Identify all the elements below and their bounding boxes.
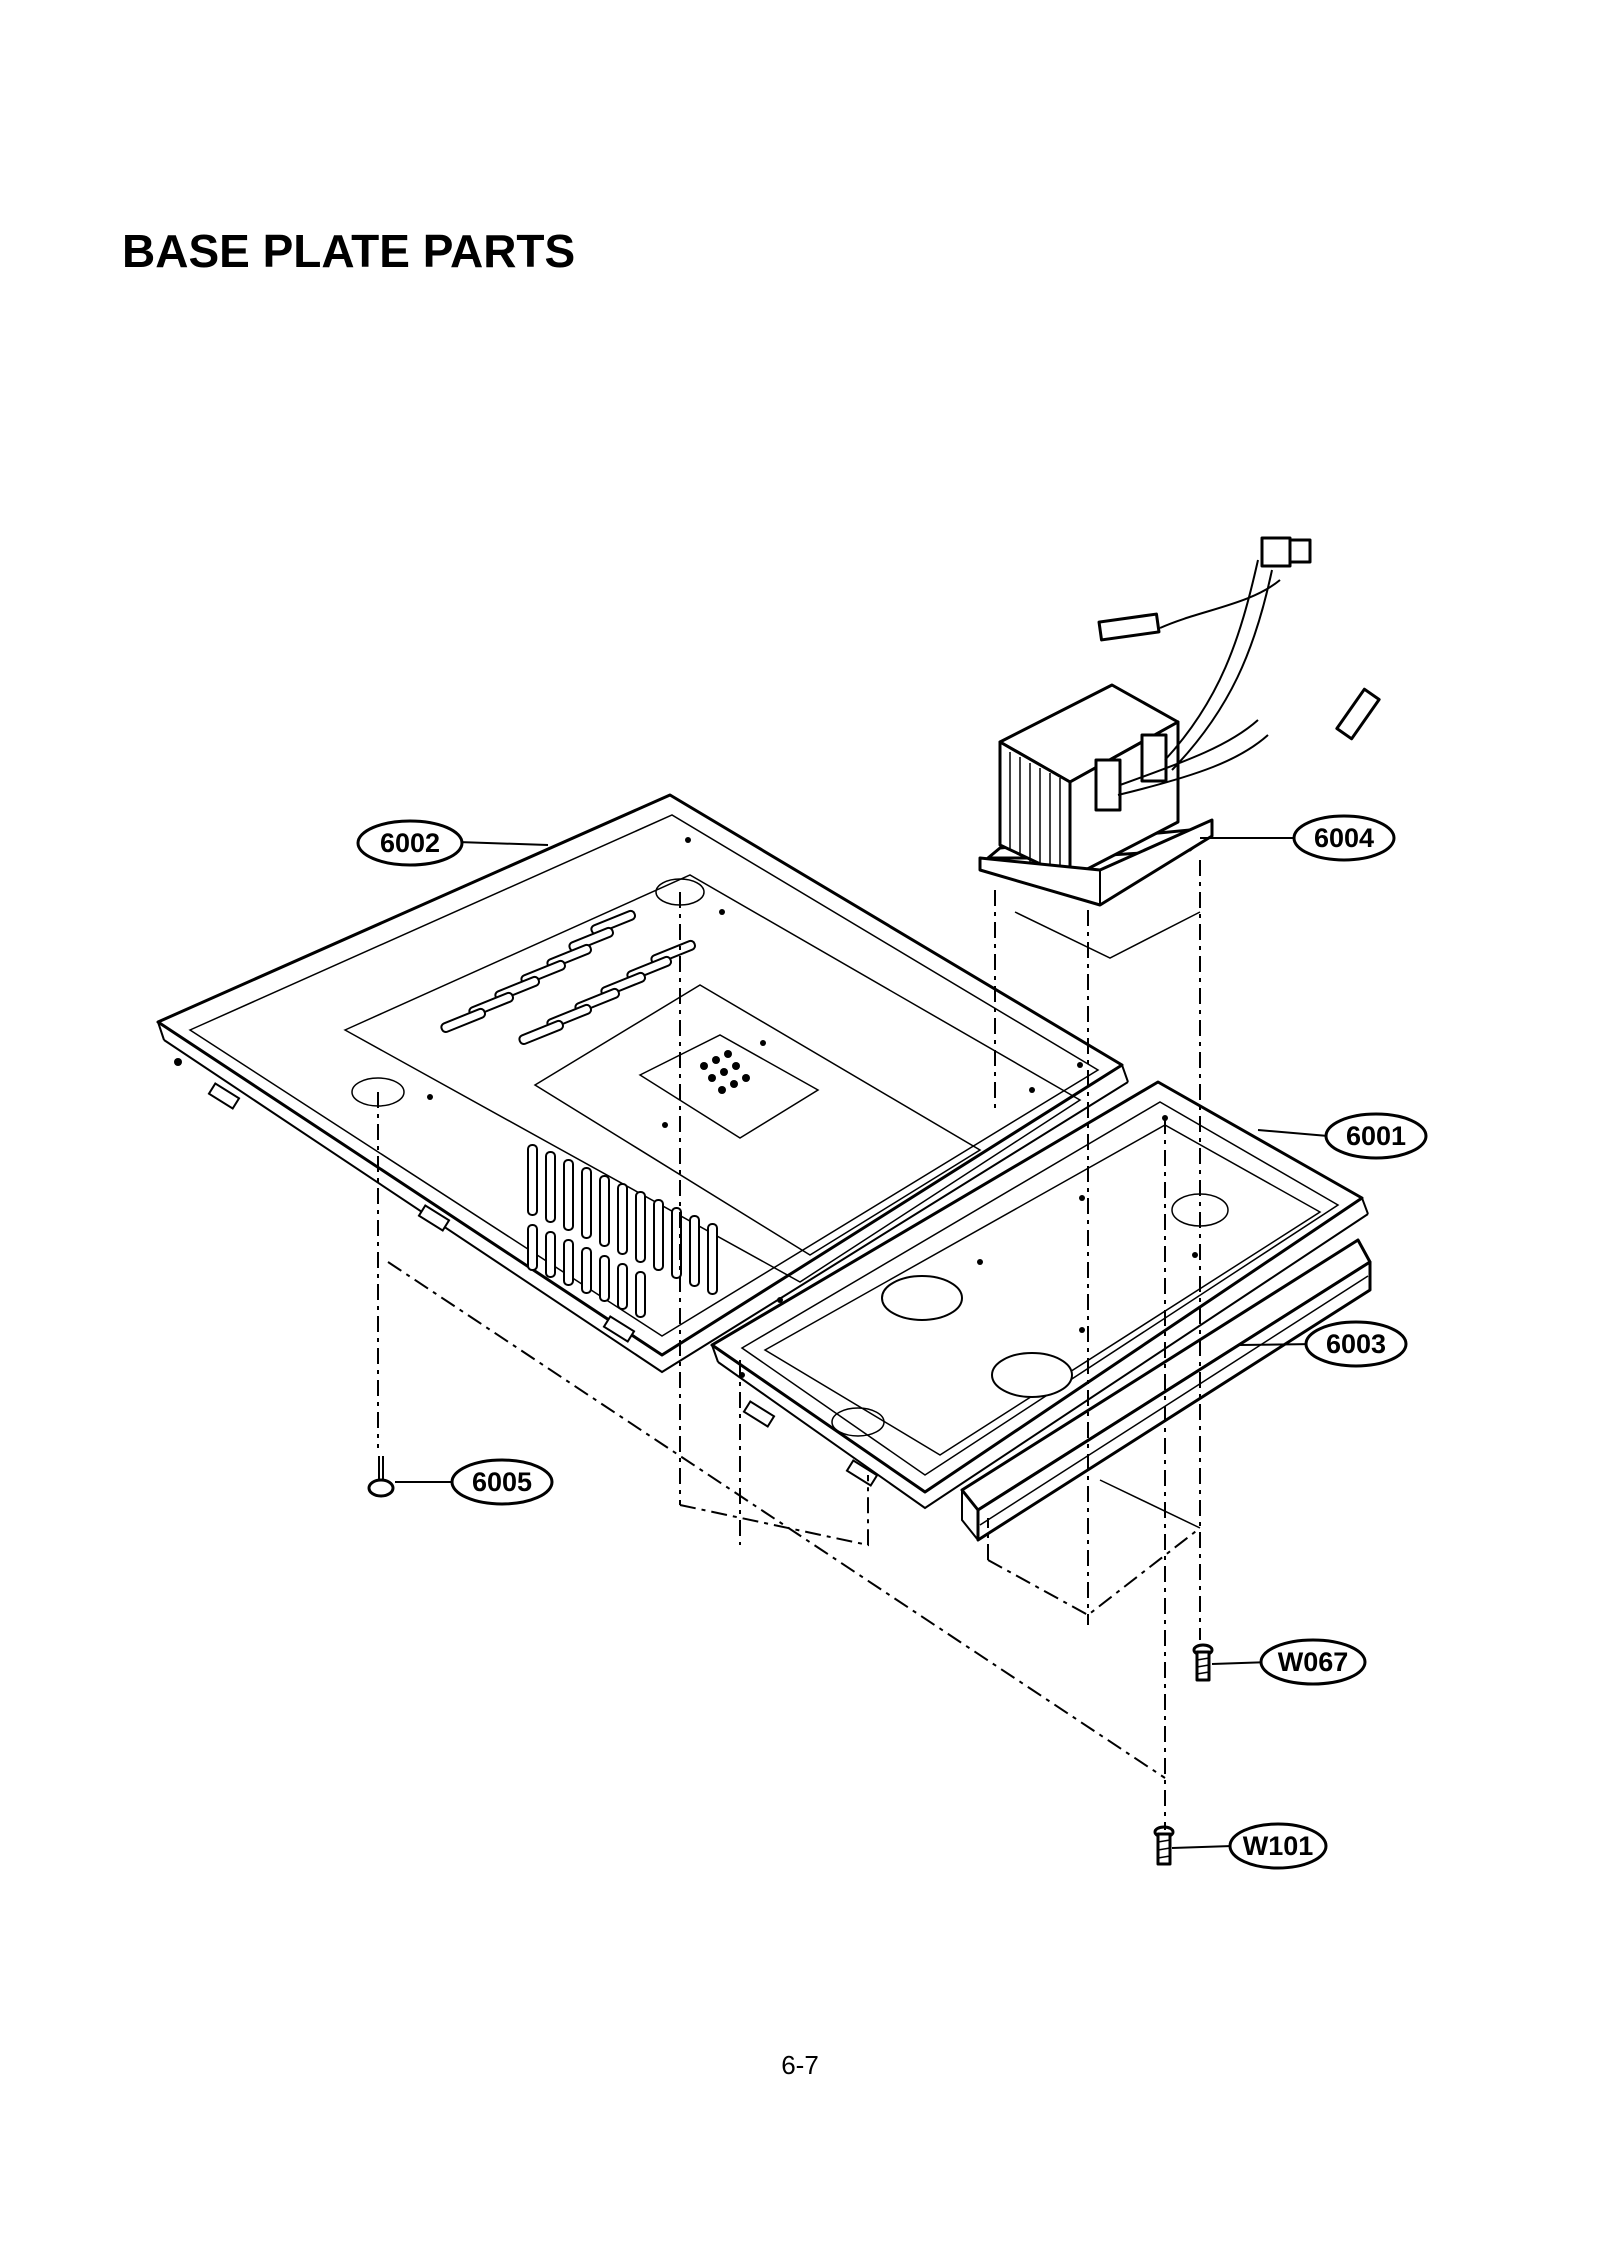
foot-icon: [367, 1456, 395, 1498]
page-title: BASE PLATE PARTS: [122, 225, 576, 277]
part-callout-w101: W101: [1228, 1822, 1328, 1870]
svg-text:6001: 6001: [1346, 1121, 1406, 1151]
screw-icon: [1153, 1825, 1175, 1866]
part-callout-6003: 6003: [1304, 1320, 1408, 1368]
svg-text:W101: W101: [1243, 1831, 1314, 1861]
part-callout-6002: 6002: [356, 819, 464, 867]
screw-icon: [1192, 1643, 1214, 1682]
assembly-lines: [377, 860, 1201, 1830]
svg-text:6002: 6002: [380, 828, 440, 858]
part-callout-6005: 6005: [450, 1458, 554, 1506]
part-callout-6001: 6001: [1324, 1112, 1428, 1160]
page-number: 6-7: [781, 2050, 819, 2080]
base-plate-icon: [156, 793, 1129, 1374]
part-callout-6004: 6004: [1292, 814, 1396, 862]
svg-text:W067: W067: [1278, 1647, 1349, 1677]
svg-text:6003: 6003: [1326, 1329, 1386, 1359]
svg-text:6004: 6004: [1314, 823, 1374, 853]
part-callout-w067: W067: [1259, 1638, 1367, 1686]
transformer-icon: [978, 536, 1381, 907]
svg-text:6005: 6005: [472, 1467, 532, 1497]
